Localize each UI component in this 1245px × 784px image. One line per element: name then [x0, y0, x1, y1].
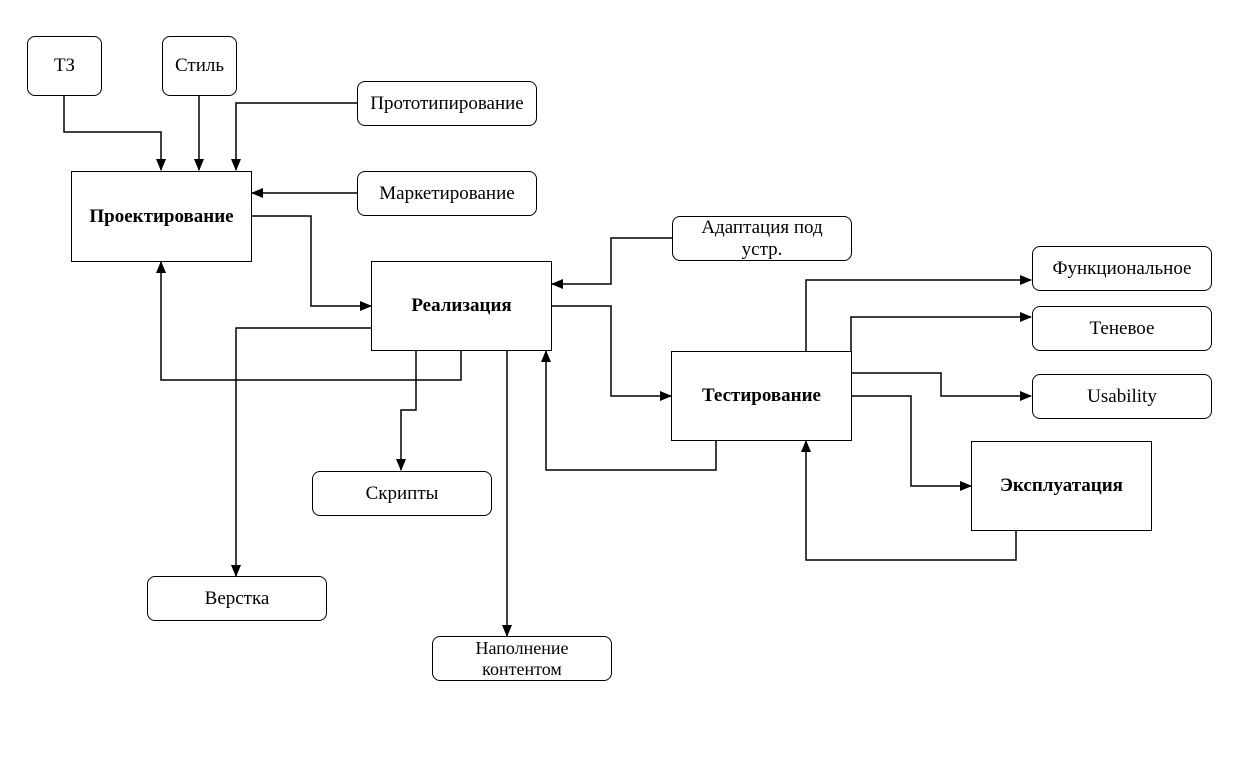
node-content: Наполнение контентом — [432, 636, 612, 681]
node-usability: Usability — [1032, 374, 1212, 419]
edge-implementation-scripts — [396, 351, 417, 471]
node-testing: Тестирование — [671, 351, 852, 441]
edge-implementation-testing — [552, 305, 672, 401]
edge-testing-functional — [805, 275, 1032, 351]
edge-adaptation-implementation — [551, 237, 672, 289]
edge-testing-usability — [852, 372, 1032, 401]
edge-operation-testing — [801, 440, 1017, 561]
edge-tz-design — [63, 96, 166, 171]
edge-implementation-design — [156, 261, 462, 381]
node-marketing: Маркетирование — [357, 171, 537, 216]
node-operation: Эксплуатация — [971, 441, 1152, 531]
node-tz: ТЗ — [27, 36, 102, 96]
edge-testing-shadow — [850, 312, 1032, 351]
node-prototyping: Прототипирование — [357, 81, 537, 126]
node-layout: Верстка — [147, 576, 327, 621]
node-scripts: Скрипты — [312, 471, 492, 516]
node-design: Проектирование — [71, 171, 252, 262]
node-style: Стиль — [162, 36, 237, 96]
edge-prototyping-design — [231, 102, 357, 171]
node-shadow: Теневое — [1032, 306, 1212, 351]
edge-design-implementation — [252, 215, 372, 311]
node-functional: Функциональное — [1032, 246, 1212, 291]
edge-implementation-layout — [231, 327, 371, 577]
node-implementation: Реализация — [371, 261, 552, 351]
edge-testing-implementation — [541, 350, 717, 471]
node-adaptation: Адаптация под устр. — [672, 216, 852, 261]
edge-testing-operation — [852, 395, 972, 491]
